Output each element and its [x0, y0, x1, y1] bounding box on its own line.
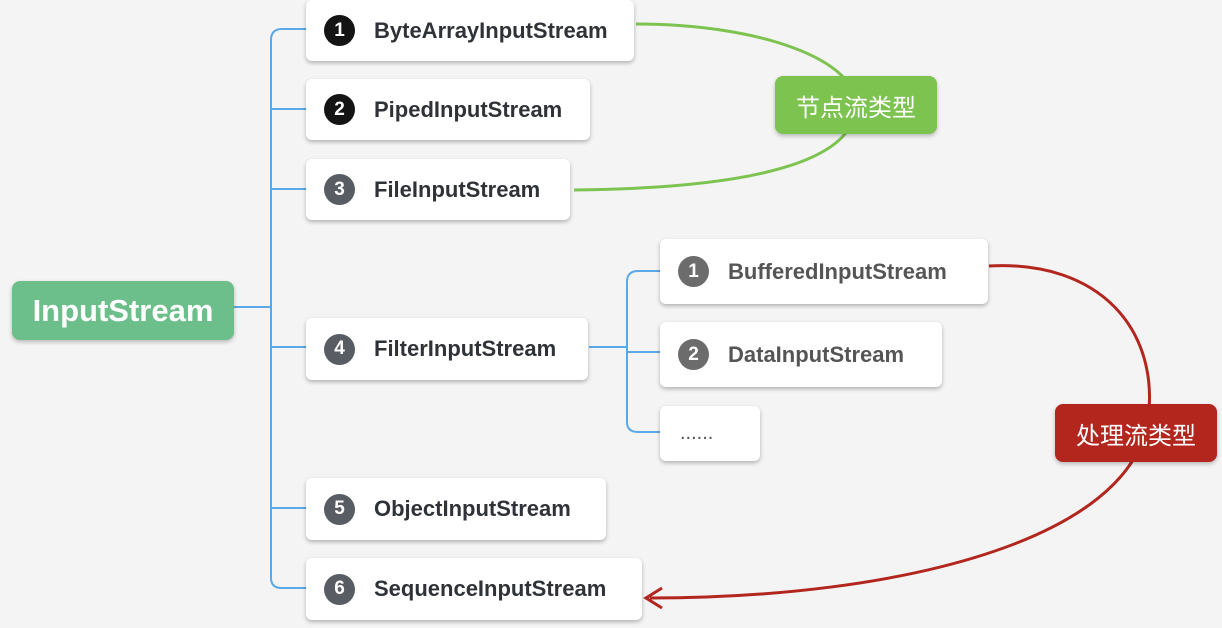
number-badge-1: 1	[324, 15, 355, 46]
node-label: FileInputStream	[374, 176, 541, 202]
node-label: ByteArrayInputStream	[374, 17, 608, 43]
number-badge-6: 6	[324, 573, 355, 605]
processing-type-tag[interactable]: 处理流类型	[1055, 404, 1217, 462]
node-bufferedinputstream[interactable]: 1 BufferedInputStream	[660, 239, 988, 304]
arrow-head-icon	[643, 586, 663, 610]
processing-type-label: 处理流类型	[1076, 421, 1196, 450]
root-node[interactable]: InputStream	[12, 281, 234, 340]
number-badge-5: 5	[324, 493, 355, 525]
node-label: SequenceInputStream	[374, 576, 607, 601]
node-datainputstream[interactable]: 2 DataInputStream	[660, 322, 942, 387]
node-filterinputstream[interactable]: 4 FilterInputStream	[306, 318, 588, 380]
node-more[interactable]: ......	[660, 406, 760, 461]
root-label: InputStream	[32, 292, 214, 328]
node-type-label: 节点流类型	[796, 93, 916, 122]
node-label: DataInputStream	[728, 341, 905, 367]
node-label: PipedInputStream	[374, 96, 563, 122]
node-pipedinputstream[interactable]: 2 PipedInputStream	[306, 79, 590, 140]
number-badge-4: 4	[324, 333, 355, 365]
number-badge-3: 3	[324, 174, 355, 205]
node-objectinputstream[interactable]: 5 ObjectInputStream	[306, 478, 606, 540]
number-badge-2: 2	[324, 94, 355, 125]
node-fileinputstream[interactable]: 3 FileInputStream	[306, 159, 570, 220]
node-bytearrayinputstream[interactable]: 1 ByteArrayInputStream	[306, 0, 634, 61]
node-type-tag[interactable]: 节点流类型	[775, 76, 937, 134]
number-badge-1: 1	[678, 256, 709, 287]
ellipsis-label: ......	[680, 422, 714, 444]
node-sequenceinputstream[interactable]: 6 SequenceInputStream	[306, 558, 642, 620]
node-label: FilterInputStream	[374, 336, 557, 361]
node-label: ObjectInputStream	[374, 496, 571, 521]
node-label: BufferedInputStream	[728, 258, 947, 284]
number-badge-2: 2	[678, 339, 709, 370]
